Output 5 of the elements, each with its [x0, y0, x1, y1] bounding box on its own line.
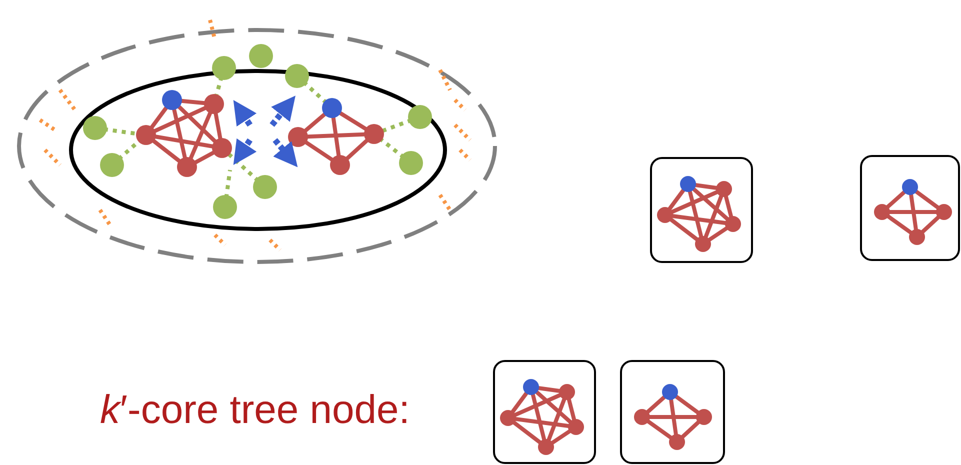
- legend-caption: k′-core tree node:: [100, 388, 410, 433]
- subgraph-card: [860, 155, 960, 261]
- subgraph-card: [650, 157, 753, 263]
- subgraph-card: [620, 360, 725, 464]
- subgraph-card: [493, 360, 596, 464]
